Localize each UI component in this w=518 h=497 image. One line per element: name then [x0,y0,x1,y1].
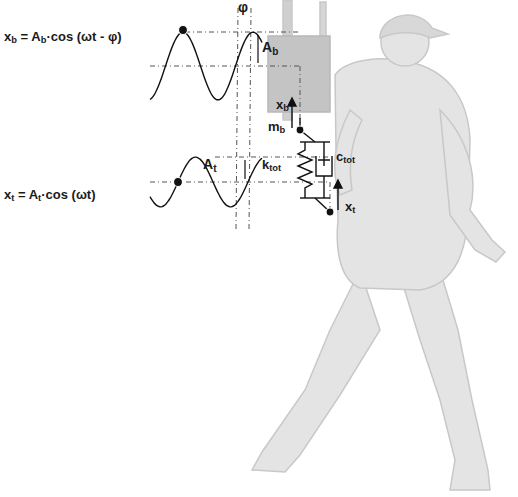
equation: xb = Ab·cos (ωt - φ) [4,30,122,46]
amplitude-arrow [257,35,258,63]
mass-label: mb [268,120,285,136]
runner-figure [252,0,505,490]
equation: xt = At·cos (ωt) [4,188,96,204]
damping-label: ctot [336,150,355,166]
arrow-head [288,98,296,106]
coordinate-label: xt [345,200,355,216]
spring-symbol [298,142,312,198]
phase-line [236,8,238,230]
amplitude-arrows [245,35,258,179]
arrow-head [334,180,342,188]
amplitude-line [185,32,300,33]
amplitude-line [215,157,330,158]
mass-dot [296,126,304,134]
stiffness-label: ktot [262,158,281,174]
leg [400,270,490,490]
damper-symbol [316,142,332,176]
leg [252,270,380,472]
backpack-mass [268,36,330,112]
guide-lines [150,8,330,230]
amplitude-label: At [203,157,216,174]
arm [335,110,362,195]
point-dot [174,178,183,187]
phase-symbol: φ [238,0,248,15]
sine-waves [150,32,262,207]
dots [174,26,335,217]
point-dot [179,26,188,35]
amplitude-label: Ab [262,40,278,57]
body-wave [150,32,262,100]
center-line [150,66,300,67]
phase-line [249,8,251,230]
amplitude-arrow [244,160,245,179]
spring-damper-model [288,98,342,212]
cap [380,15,448,38]
torso-dot [326,208,334,216]
coordinate-label: xb [276,98,289,114]
damper-rod [323,176,324,198]
arm [440,110,505,262]
projection-line [300,66,301,130]
